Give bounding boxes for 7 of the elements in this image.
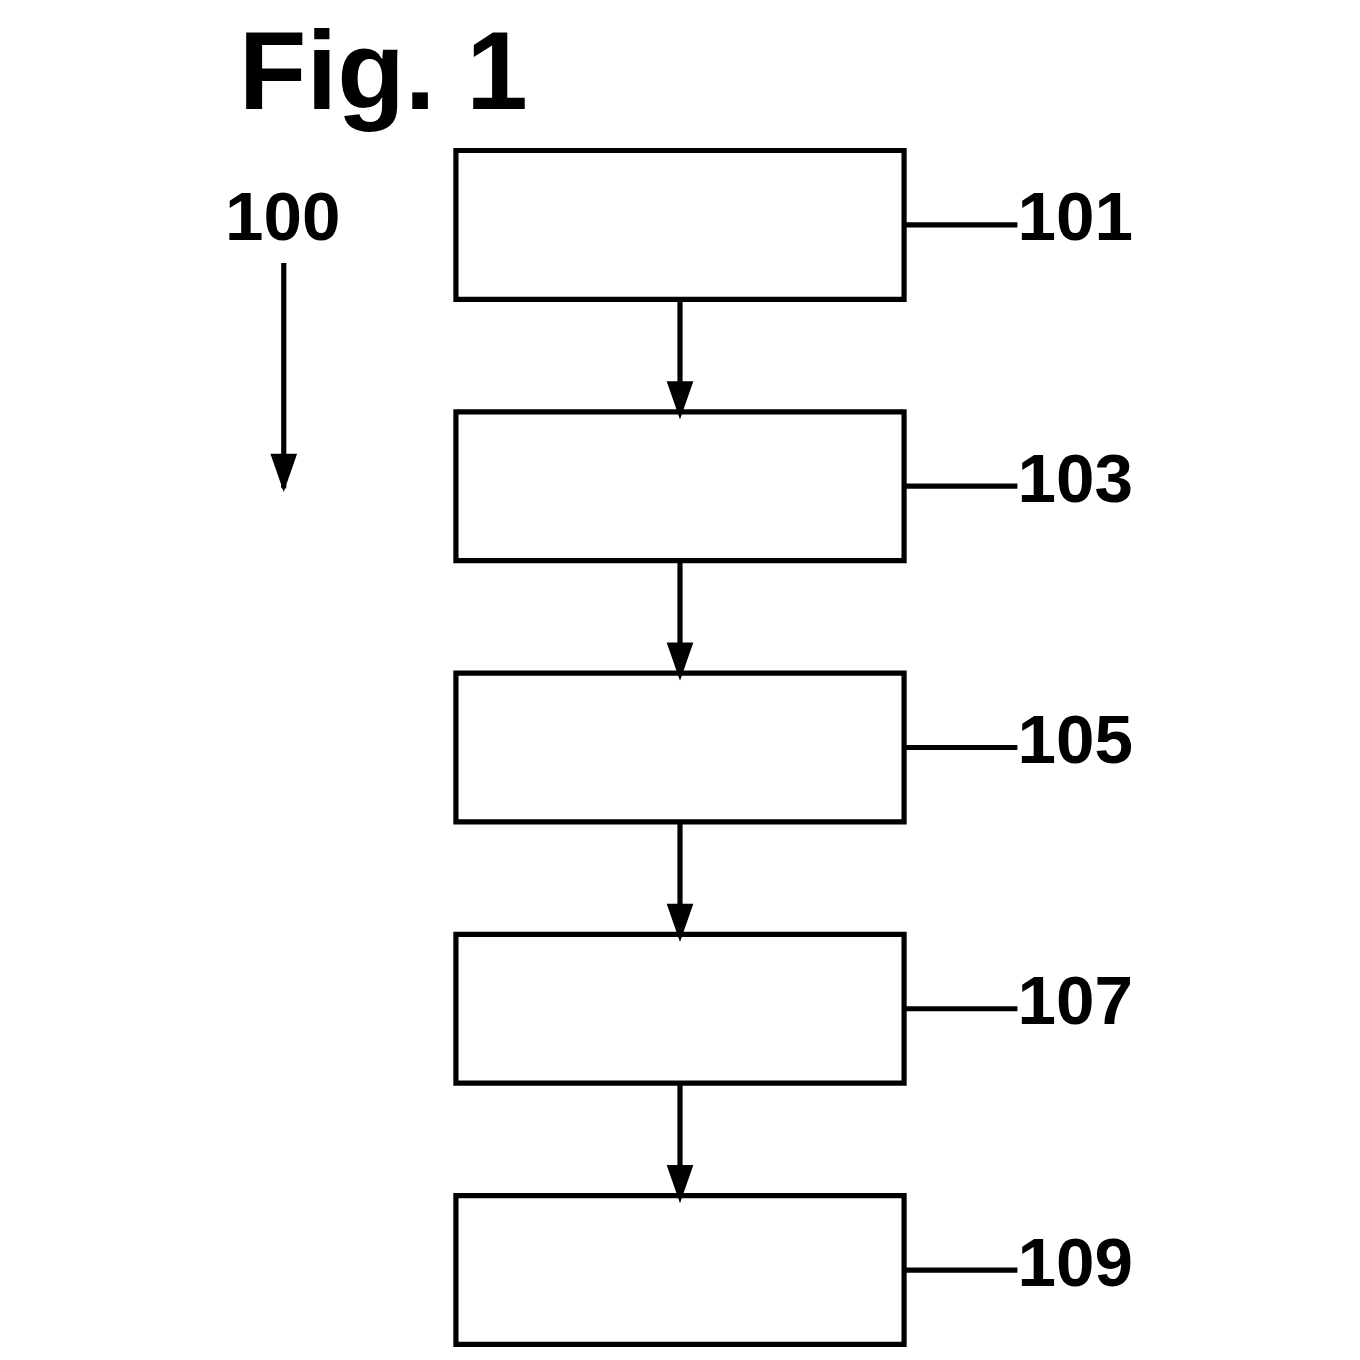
node-text: 101 xyxy=(1017,177,1133,256)
diagram-title: Fig. 1 xyxy=(238,9,528,133)
node-text: 105 xyxy=(1017,700,1133,779)
node-text: 107 xyxy=(1017,961,1133,1040)
node-text: 109 xyxy=(1017,1222,1133,1301)
node-text: 100 xyxy=(224,177,341,256)
node-text: 103 xyxy=(1017,438,1133,517)
